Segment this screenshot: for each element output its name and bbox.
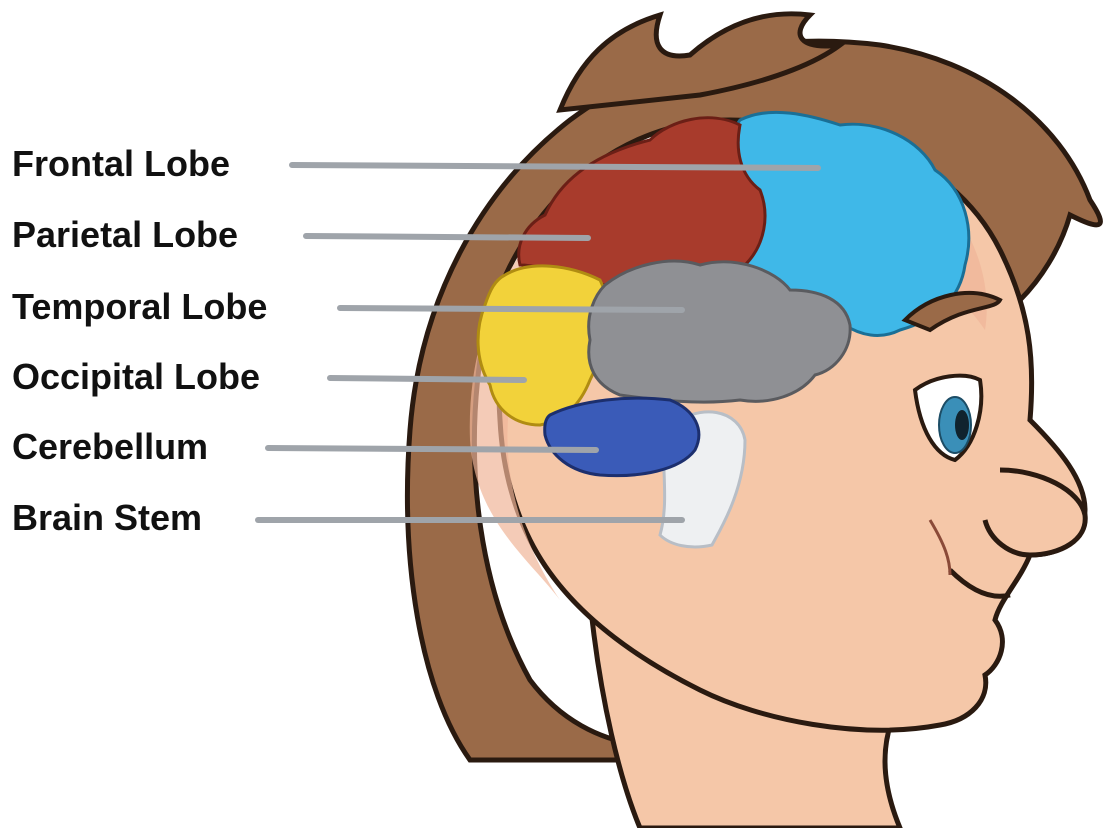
pointer-cerebellum xyxy=(268,448,596,450)
label-frontal-lobe: Frontal Lobe xyxy=(12,144,230,184)
label-occipital-lobe: Occipital Lobe xyxy=(12,357,260,397)
pointer-parietal xyxy=(306,236,588,238)
label-cerebellum: Cerebellum xyxy=(12,427,208,467)
label-temporal-lobe: Temporal Lobe xyxy=(12,287,267,327)
pupil xyxy=(955,410,969,440)
pointer-frontal xyxy=(292,165,818,168)
pointer-temporal xyxy=(340,308,682,310)
label-parietal-lobe: Parietal Lobe xyxy=(12,215,238,255)
pointer-occipital xyxy=(330,378,524,380)
label-brain-stem: Brain Stem xyxy=(12,498,202,538)
